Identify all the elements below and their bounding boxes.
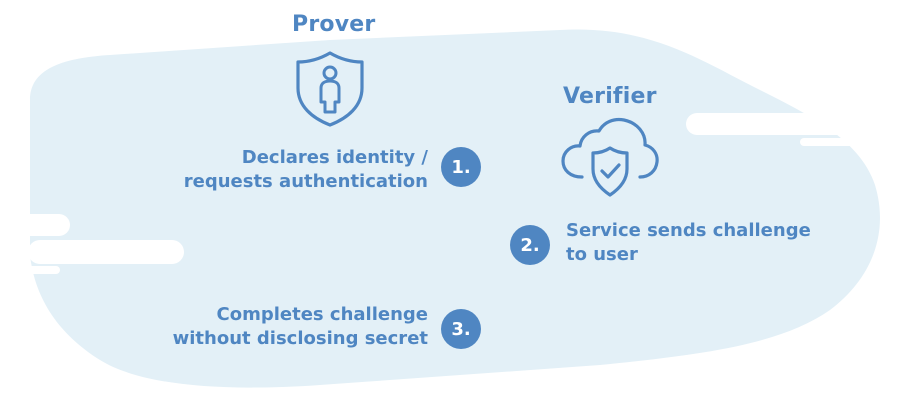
step-3-badge: 3. [441,309,481,349]
step-3-line-1: Completes challenge [216,304,428,325]
verifier-title: Verifier [563,84,657,109]
step-2-badge: 2. [510,225,550,265]
prover-title: Prover [292,12,376,37]
step-1-line-2: requests authentication [183,171,428,192]
cloud-shield-icon [561,117,659,197]
step-2-line-2: to user [566,244,638,265]
step-3-text: Completes challenge without disclosing s… [173,303,428,351]
step-1-badge: 1. [441,147,481,187]
step-3-line-2: without disclosing secret [172,328,428,349]
step-1-text: Declares identity / requests authenticat… [184,146,428,194]
shield-user-icon [296,51,364,127]
step-2-line-1: Service sends challenge [566,220,811,241]
step-2-text: Service sends challenge to user [566,219,811,267]
step-1-line-1: Declares identity / [241,147,428,168]
